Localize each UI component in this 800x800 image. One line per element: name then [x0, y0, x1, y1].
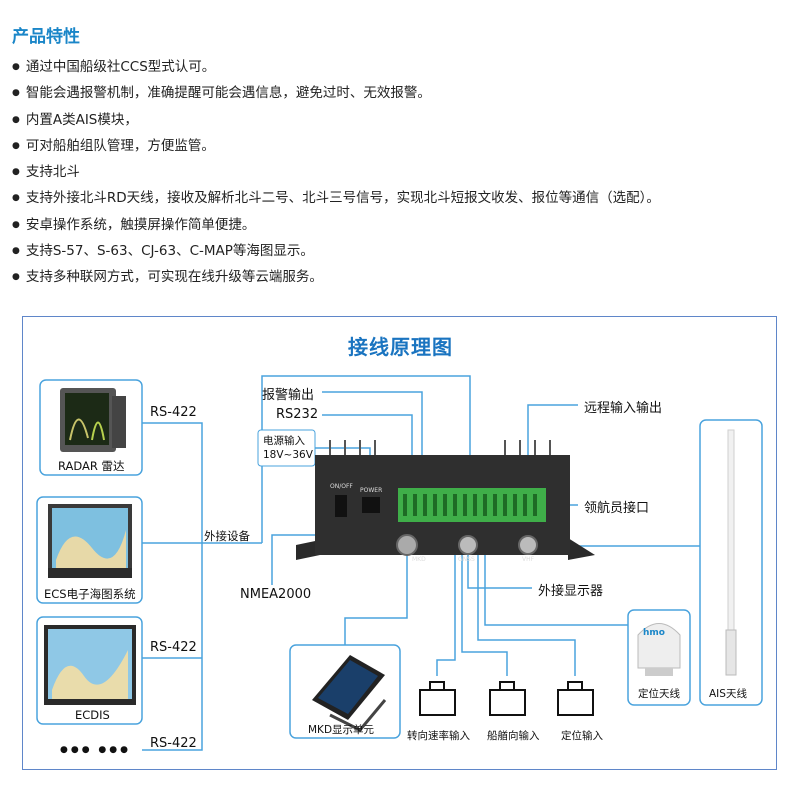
remote-io-label: 远程输入输出 [584, 401, 663, 416]
external-display-label: 外接显示器 [538, 584, 604, 599]
rs422-label-2: RS-422 [150, 640, 197, 655]
diagram-title: 接线原理图 [348, 335, 453, 359]
feature-item: 可对船舶组队管理，方便监管。 [12, 135, 660, 161]
unit-power: POWER [360, 487, 383, 494]
features-title: 产品特性 [12, 27, 80, 47]
unit-on-off: ON/OFF [330, 483, 353, 490]
gps-brand: hmo [643, 628, 665, 638]
ecs-label: ECS电子海图系统 [44, 587, 136, 601]
power-range-label: 18V~36V [263, 449, 313, 461]
unit-vhf: VHF [522, 556, 535, 563]
pilot-port-label: 领航员接口 [584, 501, 650, 516]
gps-antenna-label: 定位天线 [638, 688, 680, 700]
feature-item: 内置A类AIS模块， [12, 109, 660, 135]
nmea2000-label: NMEA2000 [240, 587, 312, 602]
rs422-label-1: RS-422 [150, 405, 197, 420]
feature-item: 支持外接北斗RD天线，接收及解析北斗二号、北斗三号信号，实现北斗短报文收发、报位… [12, 187, 660, 213]
feature-item: 支持多种联网方式，可实现在线升级等云端服务。 [12, 266, 660, 292]
unit-mkd: MKD [412, 556, 426, 563]
position-input-label: 定位输入 [561, 730, 603, 742]
feature-item: 智能会遇报警机制，准确提醒可能会遇信息，避免过时、无效报警。 [12, 82, 660, 108]
feature-list: 通过中国船级社CCS型式认可。 智能会遇报警机制，准确提醒可能会遇信息，避免过时… [12, 56, 660, 293]
more-devices-label: ●●● ●●● [60, 745, 131, 755]
ecdis-label: ECDIS [75, 708, 110, 722]
unit-gnss: GNSS [458, 556, 475, 563]
alarm-output-label: 报警输出 [262, 388, 315, 403]
power-input-label: 电源输入 [263, 435, 305, 447]
heading-input-label: 船艏向输入 [487, 730, 540, 742]
rot-input-label: 转向速率输入 [407, 730, 470, 742]
rs232-label: RS232 [276, 407, 319, 422]
mkd-unit-label: MKD显示单元 [308, 724, 375, 736]
feature-item: 支持S-57、S-63、CJ-63、C-MAP等海图显示。 [12, 240, 660, 266]
ais-antenna-label: AIS天线 [709, 688, 747, 700]
external-devices-label: 外接设备 [204, 529, 250, 543]
feature-item: 支持北斗 [12, 161, 660, 187]
wiring-diagram: 接线原理图 [22, 316, 777, 770]
radar-label: RADAR 雷达 [58, 459, 125, 473]
rs422-label-3: RS-422 [150, 736, 197, 751]
feature-item: 安卓操作系统，触摸屏操作简单便捷。 [12, 214, 660, 240]
feature-item: 通过中国船级社CCS型式认可。 [12, 56, 660, 82]
